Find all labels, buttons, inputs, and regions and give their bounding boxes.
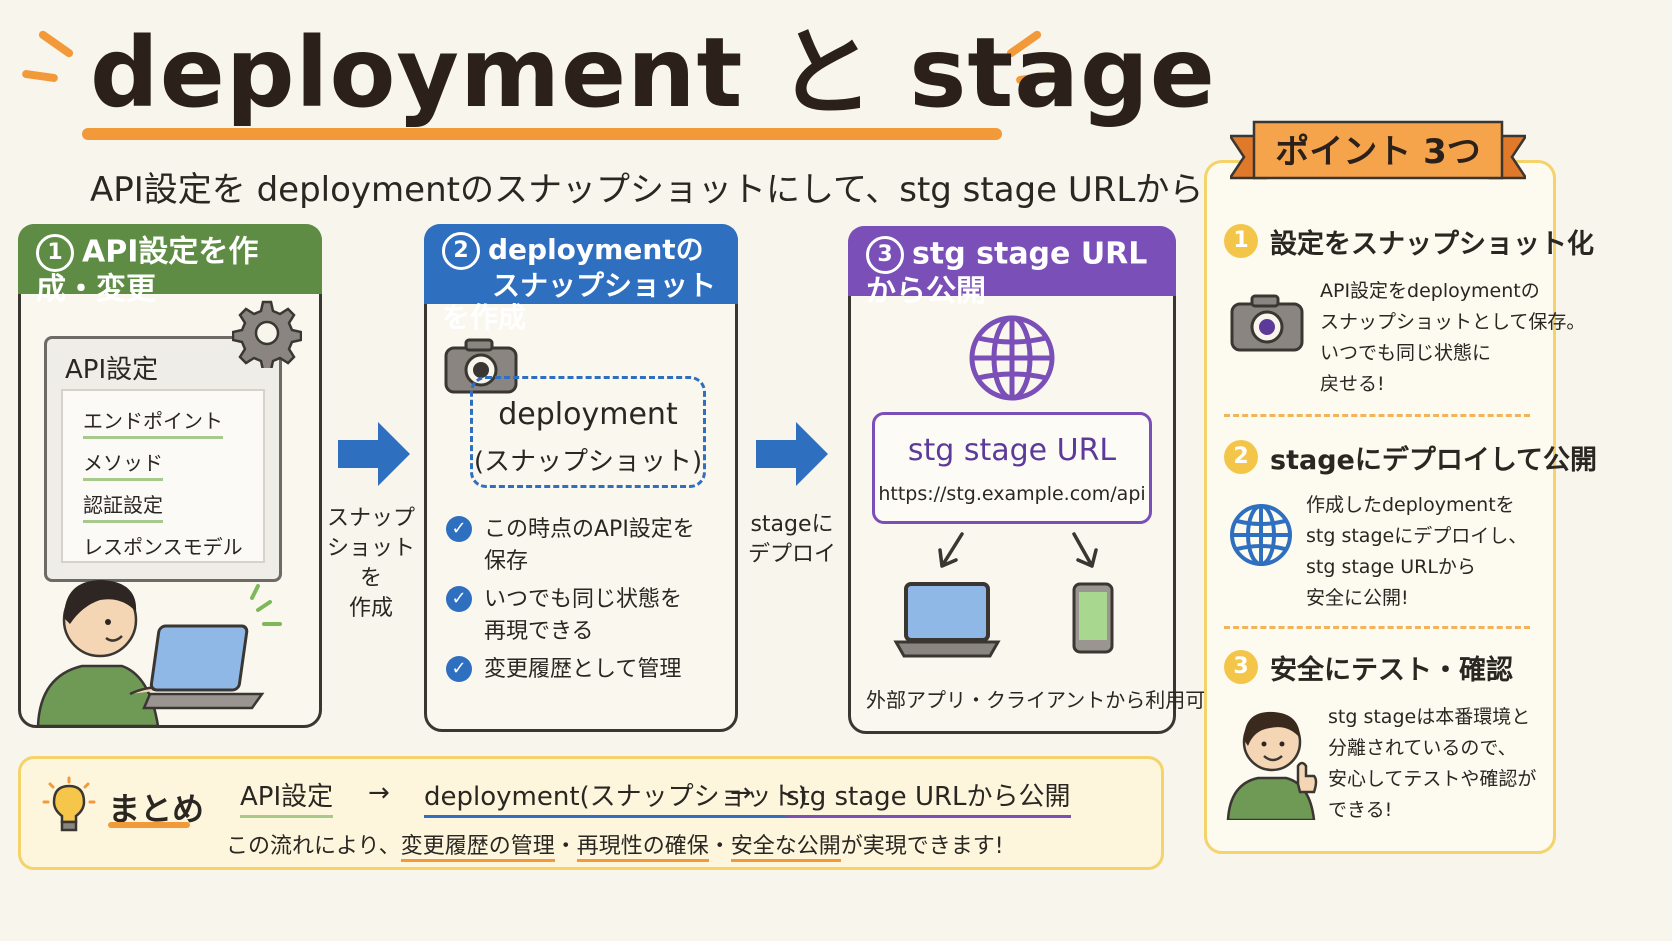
deployment-snapshot-box: deployment (スナップショット) <box>470 376 706 488</box>
check-icon: ✓ <box>446 586 472 612</box>
deployment-subtitle: (スナップショット) <box>473 447 703 477</box>
summary-note: この流れにより、変更履歴の管理・再現性の確保・安全な公開が実現できます! <box>226 828 1004 862</box>
stg-stage-url-title: stg stage URL <box>907 433 1117 468</box>
stg-stage-url-box: stg stage URL https://stg.example.com/ap… <box>872 412 1152 524</box>
arrow-right-icon <box>338 422 410 486</box>
api-item-auth: 認証設定 <box>83 489 163 523</box>
api-settings-title: API設定 <box>65 355 159 385</box>
check-icon: ✓ <box>446 656 472 682</box>
api-settings-list: エンドポイント メソッド 認証設定 レスポンスモデル <box>61 389 265 563</box>
flow-arrow-1: → <box>368 778 390 808</box>
point-2-heading: stageにデプロイして公開 <box>1270 445 1598 476</box>
person-thumbs-up-illustration <box>1226 711 1318 820</box>
point-2-number: 2 <box>1224 440 1258 474</box>
point-2-body: 作成したdeploymentを stg stageにデプロイし、 stg sta… <box>1306 494 1528 609</box>
summary-box <box>18 756 1164 870</box>
point-1-number: 1 <box>1224 224 1258 258</box>
step-1-title: API設定を作成・変更 <box>36 234 259 308</box>
step-2-title-line1: deploymentの <box>488 233 704 266</box>
laptop-icon <box>893 582 1001 658</box>
points-divider <box>1224 414 1530 417</box>
smartphone-icon <box>1072 582 1114 654</box>
camera-icon <box>1230 294 1304 352</box>
arrow-2-label: stageに デプロイ <box>747 512 836 567</box>
point-1-heading: 設定をスナップショット化 <box>1270 229 1594 260</box>
step-1-number: 1 <box>36 234 74 272</box>
step-3-number: 3 <box>866 236 904 274</box>
points-title: ポイント 3つ <box>1275 132 1481 172</box>
point-1-body: API設定をdeploymentの スナップショットとして保存。 いつでも同じ状… <box>1320 280 1586 395</box>
flow-api-settings: API設定 <box>240 776 334 818</box>
points-ribbon-banner <box>1230 120 1526 180</box>
api-settings-card: API設定 エンドポイント メソッド 認証設定 レスポンスモデル <box>44 336 282 582</box>
check-icon: ✓ <box>446 516 472 542</box>
deployment-title: deployment <box>498 397 678 432</box>
arrow-1-label: スナップ ショットを 作成 <box>326 506 415 621</box>
arrow-down-left-icon <box>938 532 964 568</box>
step-3-footer: 外部アプリ・クライアントから利用可能! <box>866 688 1234 712</box>
arrow-right-icon <box>756 422 828 486</box>
globe-icon <box>1230 504 1292 566</box>
lightbulb-icon <box>42 776 96 832</box>
points-divider <box>1224 626 1530 629</box>
point-3-number: 3 <box>1224 650 1258 684</box>
point-3-heading: 安全にテスト・確認 <box>1270 655 1513 686</box>
person-with-laptop-illustration <box>36 580 282 726</box>
arrow-down-right-icon <box>1072 532 1098 568</box>
flow-arrow-2: → <box>730 778 752 808</box>
api-item-response-model: レスポンスモデル <box>83 535 243 559</box>
flow-stg-stage-url: stg stage URLから公開 <box>786 776 1071 818</box>
page-title: deployment と stage <box>90 17 1216 129</box>
page-subtitle: API設定を deploymentのスナップショットにして、stg stage … <box>90 170 1408 210</box>
gear-icon <box>232 300 302 368</box>
step-3-title: stg stage URLから公開 <box>866 236 1148 310</box>
summary-label: まとめ <box>108 790 205 828</box>
stg-stage-url-link[interactable]: https://stg.example.com/api <box>878 483 1146 505</box>
globe-icon <box>969 315 1055 401</box>
point-3-body: stg stageは本番環境と 分離されているので、 安心してテストや確認が で… <box>1328 706 1537 821</box>
flow-deployment: deployment(スナップショット) <box>424 776 808 818</box>
api-item-endpoint: エンドポイント <box>83 405 223 439</box>
step-2-number: 2 <box>442 232 480 270</box>
api-item-method: メソッド <box>83 447 163 481</box>
step-2-title-line2: スナップショットを作成 <box>442 269 717 334</box>
summary-label-underline <box>108 822 190 828</box>
title-underline <box>82 128 1002 140</box>
